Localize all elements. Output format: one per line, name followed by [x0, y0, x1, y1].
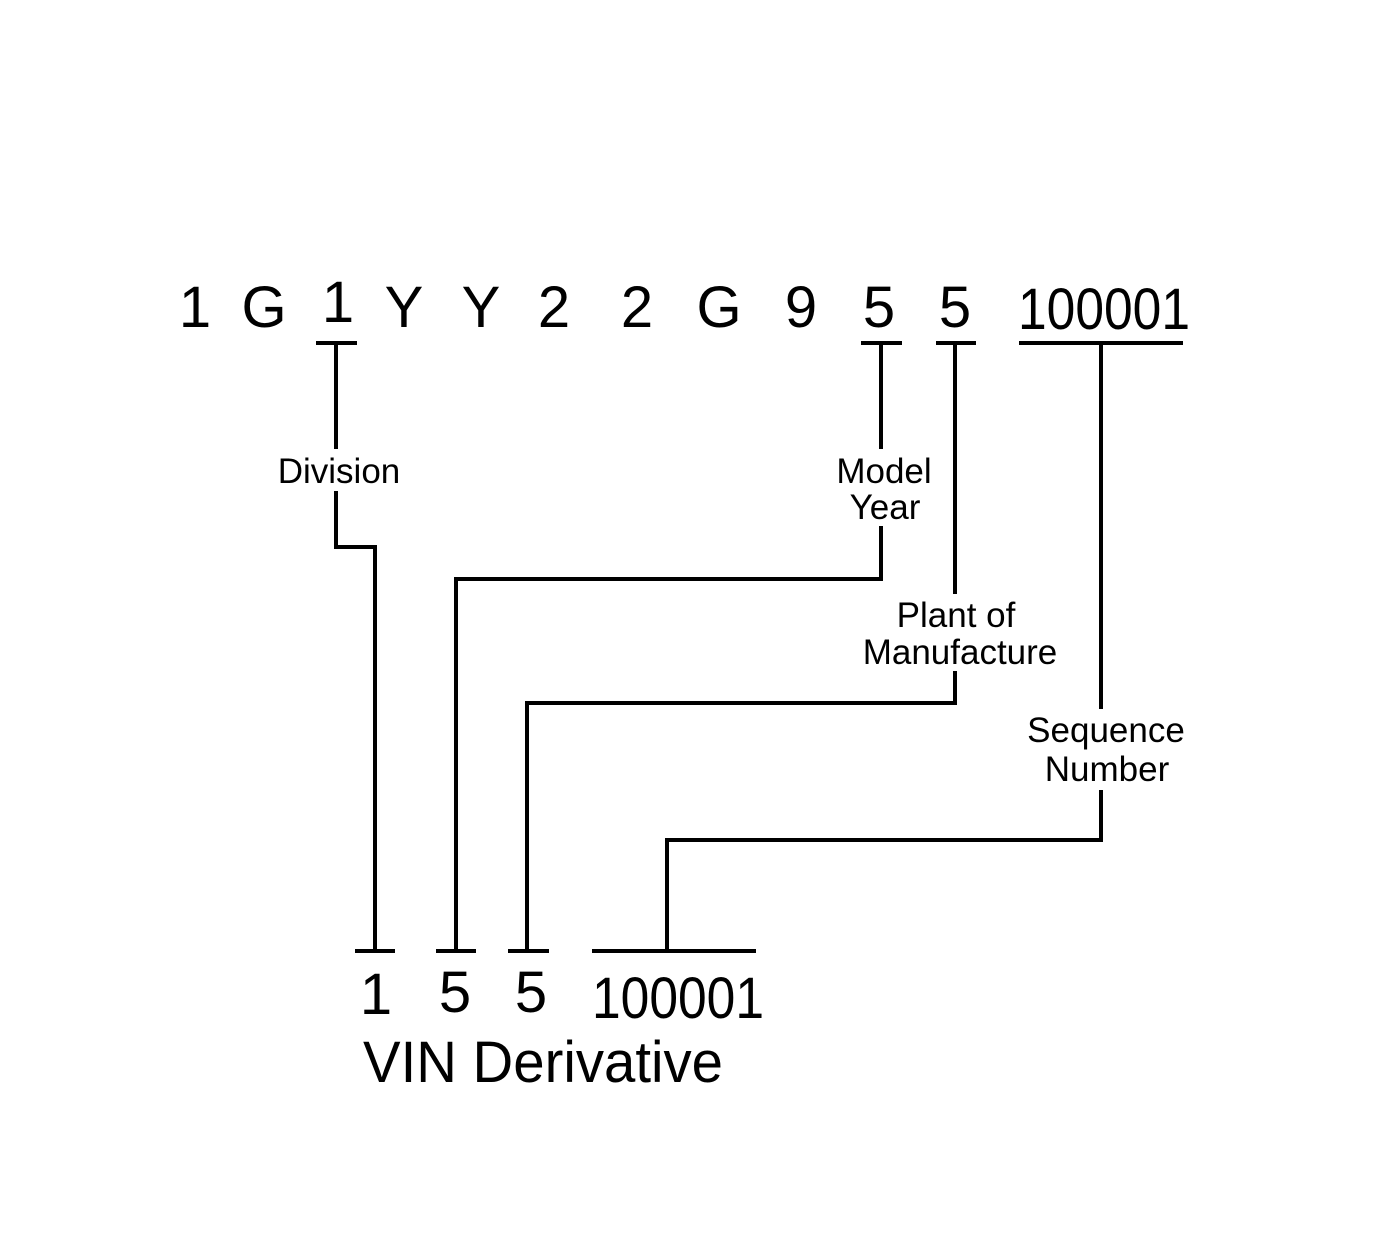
vin-char-10-model-year: 5: [863, 275, 895, 340]
vin-char-8: G: [696, 275, 741, 340]
vin-char-4: Y: [385, 275, 424, 340]
vin-char-5: Y: [462, 275, 501, 340]
derivative-sequence-number: 100001: [592, 966, 764, 1031]
division-label: Division: [278, 452, 401, 491]
derivative-model-year: 5: [439, 960, 471, 1025]
vin-sequence-number: 100001: [1018, 277, 1190, 342]
derivative-division: 1: [360, 962, 392, 1027]
model-year-label-line1: Model: [836, 452, 931, 491]
derivative-plant: 5: [515, 960, 547, 1025]
full-vin: 1 G 1 Y Y 2 2 G 9 5 5 100001: [179, 270, 1190, 342]
vin-char-3-division: 1: [322, 270, 354, 335]
vin-char-7: 2: [621, 275, 653, 340]
derivative-title: VIN Derivative: [363, 1030, 723, 1095]
model-year-label-line2: Year: [850, 488, 921, 527]
sequence-label-line1: Sequence: [1027, 711, 1185, 750]
connector-lines: [316, 341, 1183, 953]
model-year-connector: [454, 526, 883, 951]
plant-connector: [525, 671, 957, 951]
sequence-label-line2: Number: [1045, 750, 1170, 789]
field-labels: Division Model Year Plant of Manufacture…: [278, 452, 1185, 789]
vin-char-9: 9: [785, 275, 817, 340]
vin-char-11-plant: 5: [939, 275, 971, 340]
vin-char-2: G: [241, 275, 286, 340]
vin-char-1: 1: [179, 275, 211, 340]
plant-label-line1: Plant of: [897, 596, 1016, 635]
vin-derivative: 1 5 5 100001 VIN Derivative: [360, 960, 764, 1095]
sequence-connector: [665, 790, 1103, 951]
plant-label-line2: Manufacture: [863, 633, 1058, 672]
division-connector: [334, 491, 377, 951]
vin-char-6: 2: [538, 275, 570, 340]
